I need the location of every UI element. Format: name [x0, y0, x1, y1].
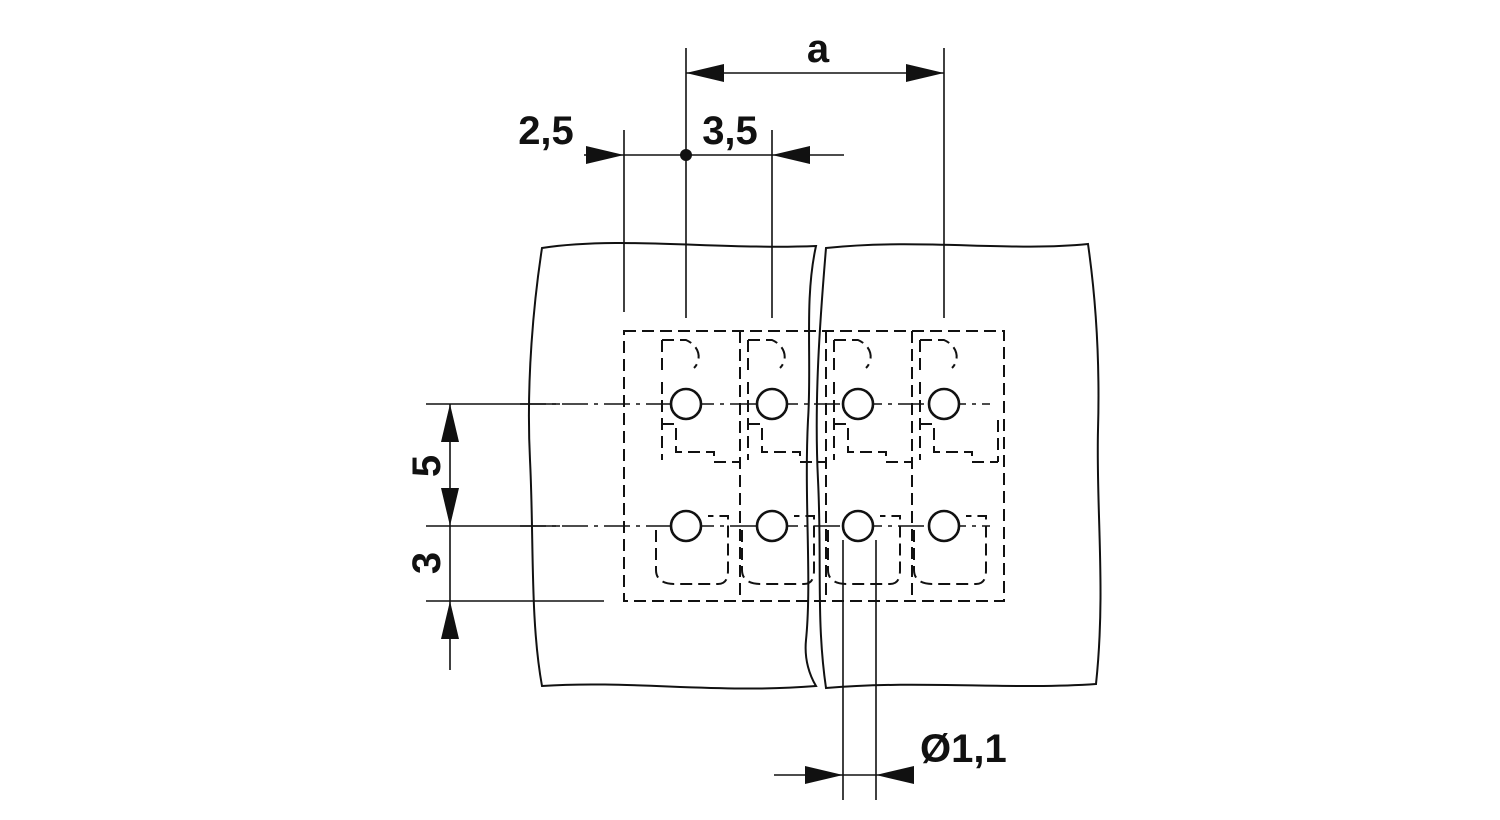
contact-hook-2 [747, 339, 786, 372]
body-block-left [527, 242, 818, 690]
arrow-row-bottom [441, 488, 459, 526]
dimension-hole-diameter: Ø1,1 [774, 727, 1007, 784]
label-edge: 3 [405, 552, 449, 574]
contact-cup-1 [655, 515, 729, 585]
label-offset-right: 3,5 [702, 109, 758, 153]
dimension-a: a [686, 27, 944, 82]
arrow-edge-up [441, 601, 459, 639]
contact-hook-4 [919, 339, 958, 372]
contact-cup-3 [827, 515, 901, 585]
arrow-a-left [686, 64, 724, 82]
hole-bottom-3 [841, 509, 875, 543]
center-lines [520, 403, 990, 527]
hole-top-4 [927, 387, 961, 421]
hole-top-3 [841, 387, 875, 421]
label-row-spacing: 5 [405, 455, 449, 477]
dimension-row-spacing: 5 [405, 404, 459, 526]
hole-bottom-4 [927, 509, 961, 543]
contact-cup-2 [741, 515, 815, 585]
dimension-edge: 3 [405, 526, 459, 670]
holes [669, 387, 961, 543]
hole-bottom-2 [755, 509, 789, 543]
label-a: a [807, 27, 830, 71]
footprint-outer-dashed [623, 330, 1005, 602]
origin-dot [680, 149, 692, 161]
contact-step-4 [919, 382, 999, 463]
label-hole-diameter: Ø1,1 [920, 727, 1007, 771]
arrow-a-right [906, 64, 944, 82]
hole-top-2 [755, 387, 789, 421]
contact-cup-4 [913, 515, 987, 585]
body-block-right [815, 242, 1102, 690]
label-offset-left: 2,5 [518, 109, 574, 153]
arrow-row-top [441, 404, 459, 442]
contact-hook-3 [833, 339, 872, 372]
arrow-hole-right [876, 766, 914, 784]
arrow-hole-left [805, 766, 843, 784]
contact-step-2 [747, 382, 826, 463]
hole-bottom-1 [669, 509, 703, 543]
component-bodies [527, 242, 1102, 690]
contact-hook-1 [661, 339, 700, 372]
hole-top-1 [669, 387, 703, 421]
contact-step-1 [661, 382, 740, 463]
dimension-offsets: 2,5 3,5 [518, 109, 844, 164]
arrow-offset-right [772, 146, 810, 164]
extension-lines [426, 48, 945, 800]
arrow-offset-left [586, 146, 624, 164]
footprint-outlines [623, 330, 1005, 602]
contact-step-3 [833, 382, 912, 463]
